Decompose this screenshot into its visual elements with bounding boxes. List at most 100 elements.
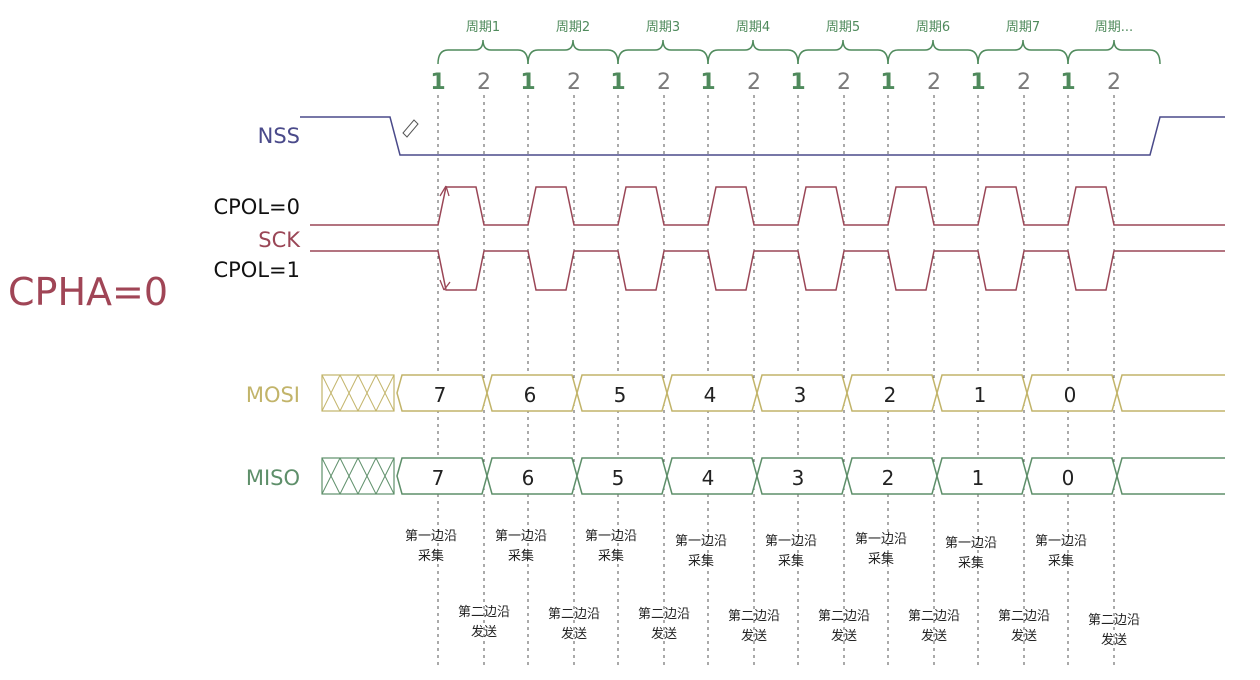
mosi-idle-box: [321, 374, 395, 412]
mosi-label: MOSI: [245, 383, 300, 407]
second-edge-note-line1: 第二边沿: [637, 607, 691, 622]
second-edge-note-line1: 第二边沿: [1087, 613, 1141, 628]
mosi-hatch: [339, 374, 359, 412]
edge-number-1: 1: [970, 70, 986, 95]
miso-bit-value: 0: [1061, 466, 1075, 490]
first-edge-note-line2: 采集: [777, 554, 805, 569]
miso-bit-value: 2: [881, 466, 895, 490]
cpol0-label: CPOL=0: [213, 195, 300, 219]
miso-bit-value: 1: [971, 466, 985, 490]
first-edge-note-line1: 第一边沿: [1034, 534, 1088, 549]
edge-number-2: 2: [1107, 70, 1121, 95]
period-label: 周期...: [1094, 20, 1134, 35]
first-edge-note-line1: 第一边沿: [764, 534, 818, 549]
sck-cpol0-waveform: [310, 186, 1225, 226]
edge-number-1: 1: [430, 70, 446, 95]
miso-bit-value: 4: [701, 466, 715, 490]
falling-edge-arrow: [439, 279, 451, 291]
period-label: 周期1: [465, 20, 501, 35]
miso-hatch: [375, 457, 395, 495]
first-edge-note-line1: 第一边沿: [944, 536, 998, 551]
edge-number-2: 2: [657, 70, 671, 95]
miso-bit-value: 3: [791, 466, 805, 490]
rising-edge-arrow: [439, 185, 450, 197]
second-edge-note-line1: 第二边沿: [997, 609, 1051, 624]
second-edge-note-line2: 发送: [1010, 629, 1038, 644]
first-edge-note-line2: 采集: [957, 556, 985, 571]
period-brace: [527, 39, 619, 65]
mosi-bit-value: 5: [613, 383, 627, 407]
period-brace: [1067, 39, 1161, 65]
edge-number-1: 1: [700, 70, 716, 95]
period-brace: [437, 39, 529, 65]
mosi-bit-value: 2: [883, 383, 897, 407]
period-brace: [707, 39, 799, 65]
edge-number-2: 2: [1017, 70, 1031, 95]
edge-number-1: 1: [880, 70, 896, 95]
first-edge-note-line1: 第一边沿: [854, 532, 908, 547]
cpol1-label: CPOL=1: [213, 258, 300, 282]
second-edge-note-line2: 发送: [830, 629, 858, 644]
second-edge-note-line2: 发送: [560, 627, 588, 642]
period-label: 周期7: [1005, 20, 1041, 35]
first-edge-note-line2: 采集: [1047, 554, 1075, 569]
mosi-hatch: [375, 374, 395, 412]
mosi-bit-value: 6: [523, 383, 537, 407]
second-edge-note-line1: 第二边沿: [547, 607, 601, 622]
mosi-hatch: [321, 374, 341, 412]
mosi-bit-value: 7: [433, 383, 447, 407]
mosi-bit-value: 1: [973, 383, 987, 407]
miso-idle-box: [321, 457, 395, 495]
period-label: 周期2: [555, 20, 591, 35]
second-edge-note-line2: 发送: [740, 629, 768, 644]
edge-number-2: 2: [837, 70, 851, 95]
period-brace: [887, 39, 979, 65]
first-edge-note-line2: 采集: [507, 549, 535, 564]
first-edge-note-line2: 采集: [597, 549, 625, 564]
mosi-bit-value: 0: [1063, 383, 1077, 407]
edge-number-1: 1: [520, 70, 536, 95]
edge-number-1: 1: [1060, 70, 1076, 95]
miso-tail: [1116, 457, 1225, 495]
first-edge-note-line1: 第一边沿: [674, 534, 728, 549]
nss-waveform: [300, 116, 1225, 156]
miso-bit-value: 5: [611, 466, 625, 490]
edge-number-2: 2: [927, 70, 941, 95]
second-edge-note-line1: 第二边沿: [457, 605, 511, 620]
first-edge-note-line2: 采集: [417, 549, 445, 564]
period-brace: [797, 39, 889, 65]
period-brace: [617, 39, 709, 65]
second-edge-note-line2: 发送: [920, 629, 948, 644]
period-label: 周期5: [825, 20, 861, 35]
first-edge-note-line1: 第一边沿: [584, 529, 638, 544]
second-edge-note-line1: 第二边沿: [727, 609, 781, 624]
edge-number-1: 1: [790, 70, 806, 95]
nss-label: NSS: [257, 124, 300, 148]
period-brace: [977, 39, 1069, 65]
edge-number-2: 2: [477, 70, 491, 95]
second-edge-note-line2: 发送: [650, 627, 678, 642]
edge-number-2: 2: [747, 70, 761, 95]
miso-hatch: [339, 457, 359, 495]
second-edge-note-line2: 发送: [470, 625, 498, 640]
edge-number-1: 1: [610, 70, 626, 95]
miso-label: MISO: [245, 466, 300, 490]
first-edge-note-line1: 第一边沿: [494, 529, 548, 544]
edge-number-2: 2: [567, 70, 581, 95]
first-edge-note-line1: 第一边沿: [404, 529, 458, 544]
mosi-bit-value: 4: [703, 383, 717, 407]
second-edge-note-line2: 发送: [1100, 633, 1128, 648]
pencil-icon: [402, 119, 419, 138]
sck-label: SCK: [258, 228, 300, 252]
second-edge-note-line1: 第二边沿: [907, 609, 961, 624]
second-edge-note-line1: 第二边沿: [817, 609, 871, 624]
cpha-label: CPHA=0: [8, 270, 169, 314]
mosi-hatch: [357, 374, 377, 412]
miso-bit-value: 6: [521, 466, 535, 490]
miso-hatch: [321, 457, 341, 495]
first-edge-note-line2: 采集: [867, 552, 895, 567]
mosi-tail: [1116, 374, 1225, 412]
period-label: 周期4: [735, 20, 771, 35]
